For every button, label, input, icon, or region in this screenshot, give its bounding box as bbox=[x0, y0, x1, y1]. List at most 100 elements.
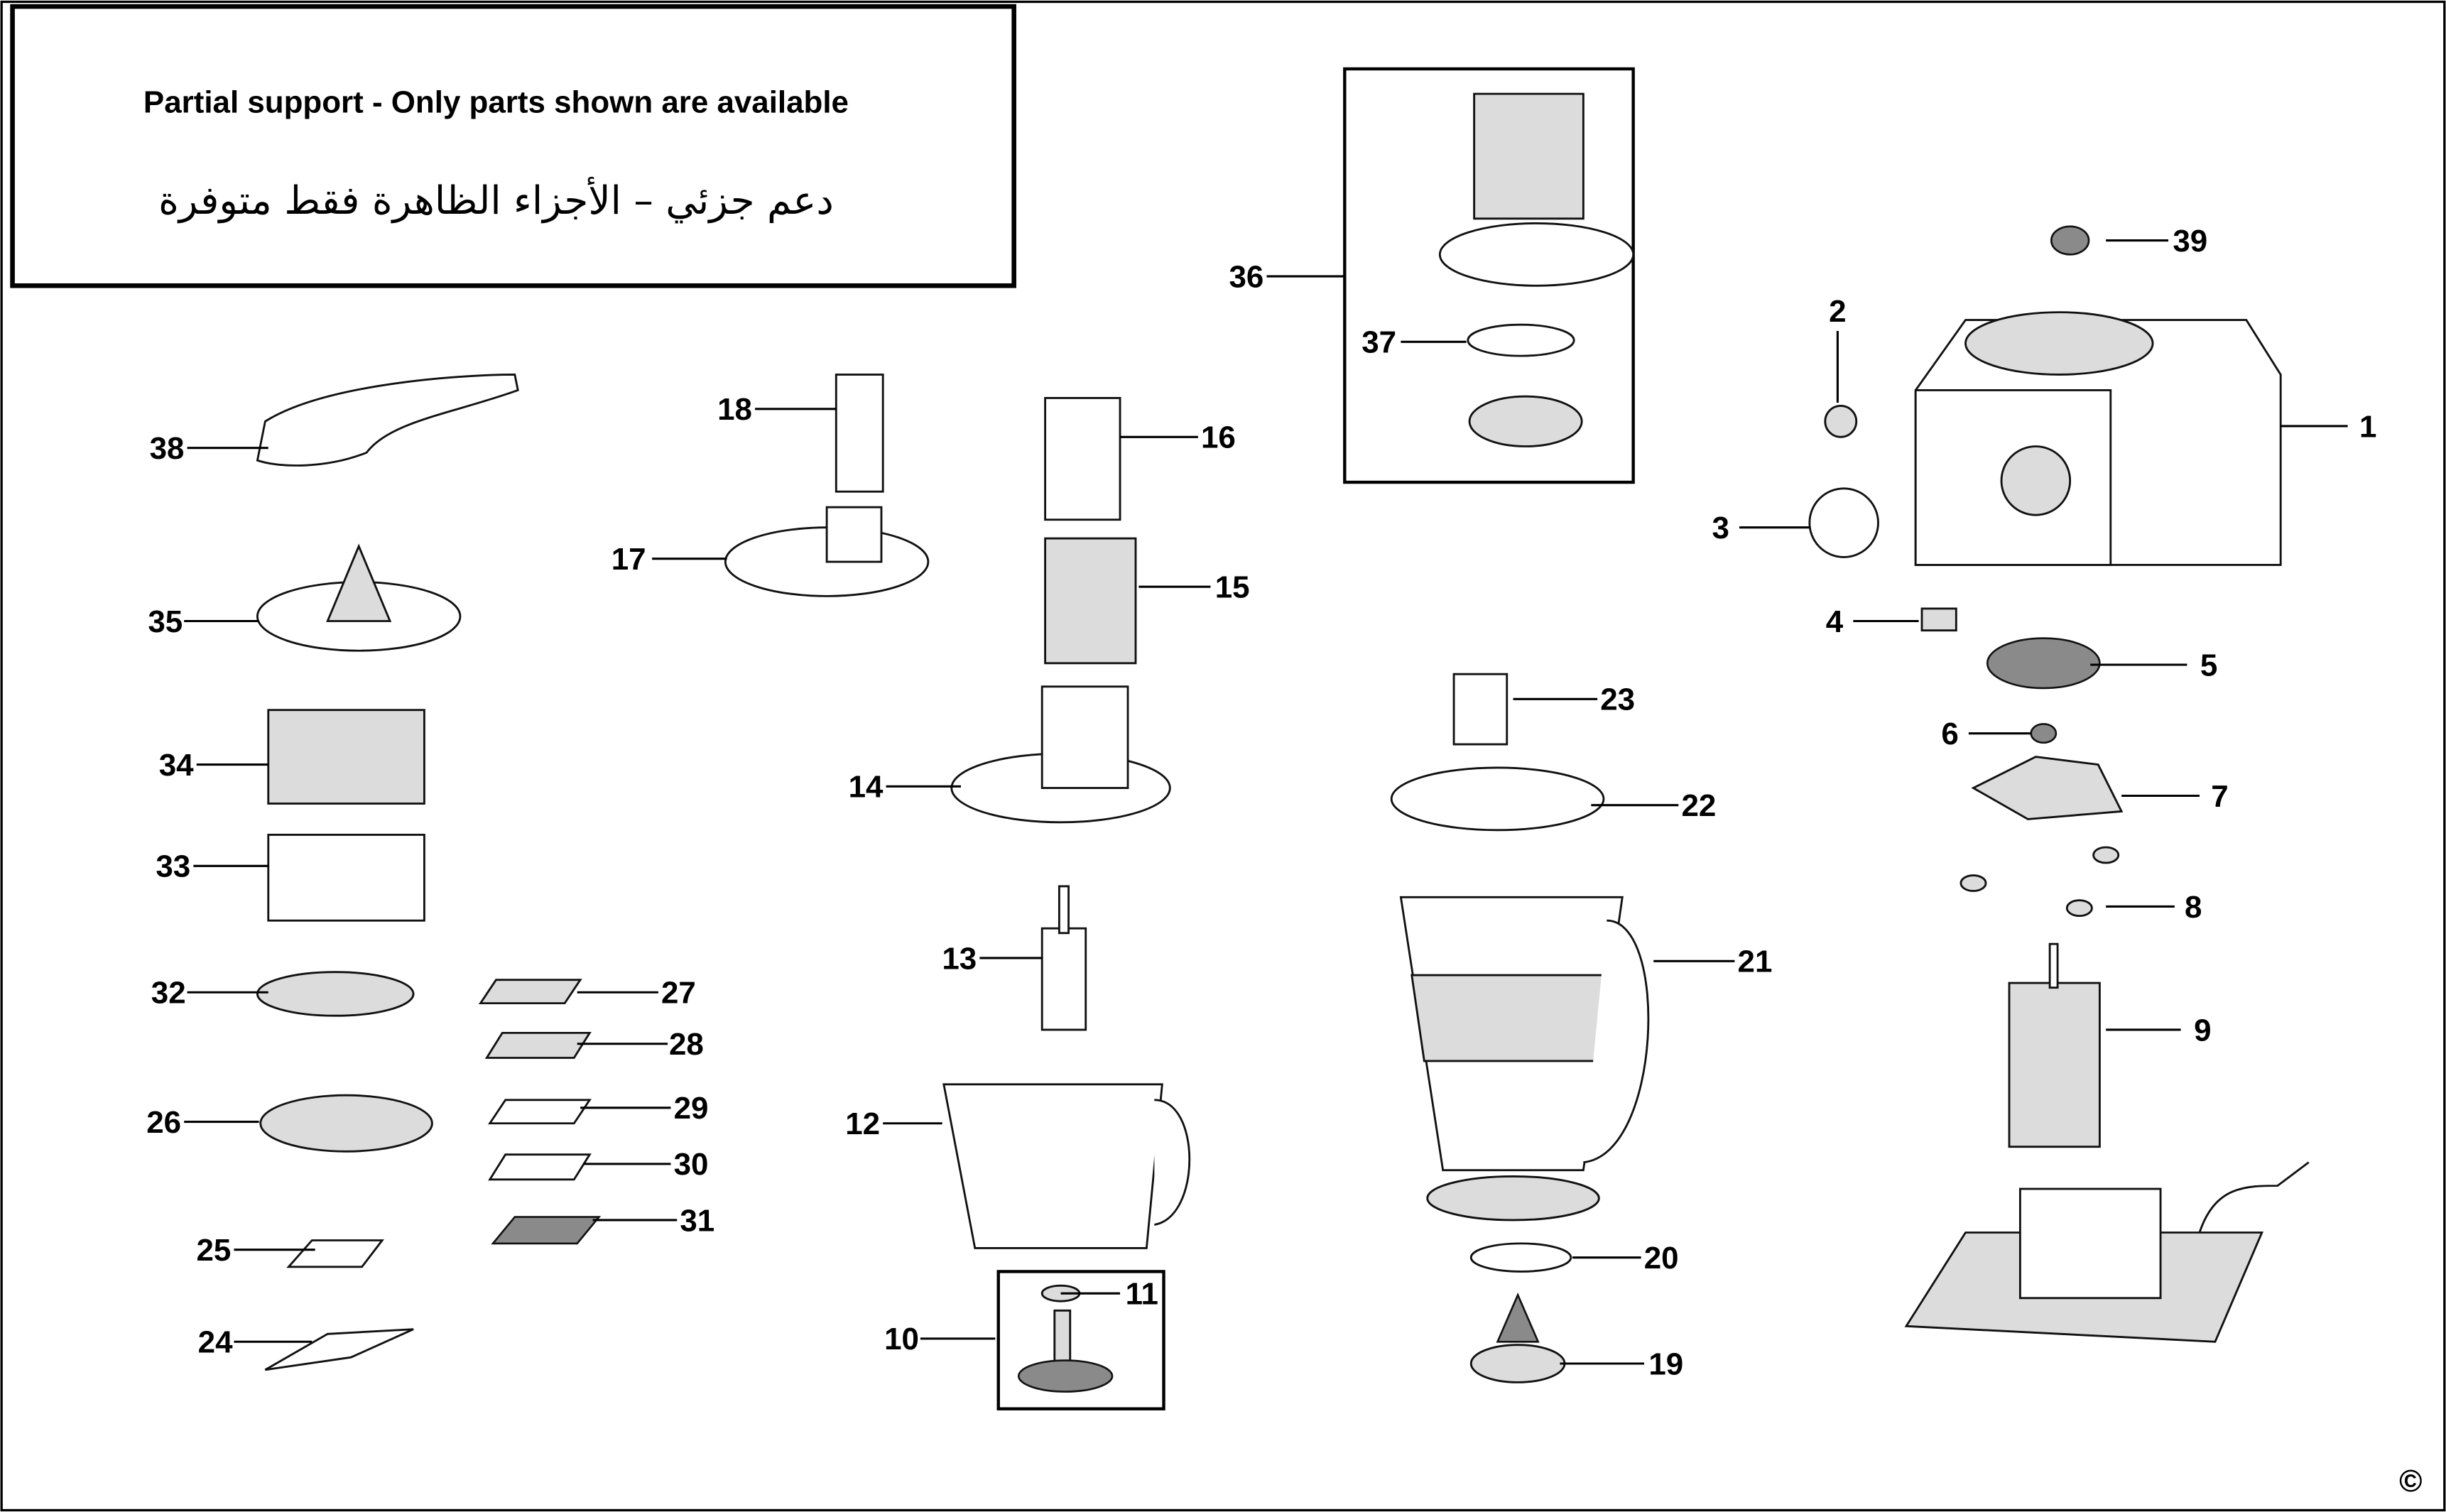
part-labels: 1234567891011121314151617181920212223242… bbox=[146, 224, 2376, 1381]
chopper-blade bbox=[1468, 395, 1583, 447]
part-number-label[interactable]: 39 bbox=[2173, 224, 2207, 259]
gear-plate bbox=[1971, 756, 2124, 820]
part-number-label[interactable]: 17 bbox=[612, 542, 646, 577]
part-callout-8[interactable]: 8 bbox=[2106, 890, 2202, 925]
part-callout-10[interactable]: 10 bbox=[884, 1322, 996, 1356]
part-number-label[interactable]: 34 bbox=[159, 748, 194, 783]
part-number-label[interactable]: 35 bbox=[148, 604, 183, 639]
part-number-label[interactable]: 16 bbox=[1201, 420, 1236, 455]
part-number-label[interactable]: 24 bbox=[198, 1325, 233, 1360]
part-callout-4[interactable]: 4 bbox=[1826, 604, 1919, 639]
part-callout-12[interactable]: 12 bbox=[845, 1106, 942, 1141]
part-number-label[interactable]: 5 bbox=[2200, 648, 2217, 682]
part-number-label[interactable]: 28 bbox=[669, 1027, 704, 1062]
juicer-bowl bbox=[267, 833, 425, 922]
blade-large bbox=[264, 1328, 414, 1371]
part-callout-30[interactable]: 30 bbox=[583, 1147, 708, 1182]
part-callout-34[interactable]: 34 bbox=[159, 748, 268, 783]
part-number-label[interactable]: 13 bbox=[942, 941, 977, 976]
drive-base bbox=[1017, 1359, 1114, 1393]
part-number-label[interactable]: 2 bbox=[1829, 294, 1846, 329]
part-callout-25[interactable]: 25 bbox=[196, 1233, 315, 1268]
part-callout-19[interactable]: 19 bbox=[1560, 1347, 1683, 1381]
part-callout-32[interactable]: 32 bbox=[151, 976, 268, 1011]
blender-handle bbox=[1583, 919, 1650, 1164]
feed-tube-15 bbox=[1044, 537, 1137, 665]
part-callout-29[interactable]: 29 bbox=[580, 1091, 708, 1126]
part-number-label[interactable]: 9 bbox=[2194, 1013, 2211, 1048]
part-number-label[interactable]: 29 bbox=[674, 1091, 709, 1126]
part-callout-14[interactable]: 14 bbox=[849, 770, 962, 805]
part-callout-37[interactable]: 37 bbox=[1361, 325, 1467, 360]
part-number-label[interactable]: 18 bbox=[717, 392, 752, 427]
part-callout-7[interactable]: 7 bbox=[2121, 779, 2229, 814]
part-callout-22[interactable]: 22 bbox=[1591, 788, 1716, 823]
part-callout-6[interactable]: 6 bbox=[1941, 717, 2031, 751]
part-callout-11[interactable]: 11 bbox=[1060, 1277, 1158, 1312]
part-callout-18[interactable]: 18 bbox=[717, 392, 837, 427]
part-callout-36[interactable]: 36 bbox=[1229, 259, 1345, 294]
part-callout-31[interactable]: 31 bbox=[592, 1203, 715, 1238]
part-callout-9[interactable]: 9 bbox=[2106, 1013, 2212, 1048]
part-number-label[interactable]: 21 bbox=[1738, 945, 1773, 979]
part-callout-15[interactable]: 15 bbox=[1138, 570, 1250, 605]
part-number-label[interactable]: 7 bbox=[2211, 779, 2228, 814]
part-callout-5[interactable]: 5 bbox=[2090, 648, 2217, 682]
part-number-label[interactable]: 19 bbox=[1648, 1347, 1683, 1381]
part-number-label[interactable]: 12 bbox=[845, 1106, 880, 1141]
part-callout-3[interactable]: 3 bbox=[1712, 511, 1810, 545]
part-number-label[interactable]: 20 bbox=[1644, 1241, 1679, 1276]
motor-base-top bbox=[1964, 311, 2154, 376]
part-number-label[interactable]: 14 bbox=[849, 770, 884, 805]
part-callout-21[interactable]: 21 bbox=[1653, 945, 1772, 979]
part-number-label[interactable]: 36 bbox=[1229, 259, 1264, 294]
micro-switch bbox=[1920, 607, 1957, 632]
part-callout-2[interactable]: 2 bbox=[1829, 294, 1847, 403]
part-number-label[interactable]: 22 bbox=[1681, 788, 1716, 823]
part-callout-38[interactable]: 38 bbox=[150, 431, 268, 466]
part-number-label[interactable]: 8 bbox=[2185, 890, 2202, 925]
part-callout-28[interactable]: 28 bbox=[577, 1027, 704, 1062]
part-number-label[interactable]: 37 bbox=[1361, 325, 1396, 360]
part-number-label[interactable]: 32 bbox=[151, 976, 186, 1011]
part-callout-13[interactable]: 13 bbox=[942, 941, 1043, 976]
part-callout-16[interactable]: 16 bbox=[1120, 420, 1236, 455]
notice-arabic: دعم جزئي – الأجزاء الظاهرة فقط متوفرة bbox=[158, 176, 834, 224]
part-callout-35[interactable]: 35 bbox=[148, 604, 259, 639]
part-number-label[interactable]: 38 bbox=[150, 431, 185, 466]
speed-knob bbox=[1808, 487, 1879, 558]
spatula bbox=[256, 374, 519, 467]
part-number-label[interactable]: 10 bbox=[884, 1322, 919, 1356]
part-callout-24[interactable]: 24 bbox=[198, 1325, 312, 1360]
part-number-label[interactable]: 15 bbox=[1215, 570, 1250, 605]
part-callout-23[interactable]: 23 bbox=[1513, 682, 1636, 717]
part-callout-1[interactable]: 1 bbox=[2281, 409, 2376, 444]
part-number-label[interactable]: 1 bbox=[2359, 409, 2376, 444]
slicing-disc bbox=[259, 1094, 433, 1153]
pusher-small bbox=[835, 374, 884, 493]
part-number-label[interactable]: 11 bbox=[1126, 1277, 1158, 1312]
part-callout-17[interactable]: 17 bbox=[612, 542, 727, 577]
part-number-label[interactable]: 6 bbox=[1941, 717, 1958, 751]
part-number-label[interactable]: 26 bbox=[146, 1105, 181, 1140]
part-callout-39[interactable]: 39 bbox=[2106, 224, 2207, 259]
part-drawings bbox=[256, 92, 2310, 1393]
part-number-label[interactable]: 3 bbox=[1712, 511, 1729, 545]
foot-3 bbox=[2065, 899, 2093, 918]
insert-31 bbox=[491, 1216, 602, 1245]
part-number-label[interactable]: 31 bbox=[680, 1203, 714, 1238]
part-number-label[interactable]: 30 bbox=[674, 1147, 709, 1182]
part-callout-33[interactable]: 33 bbox=[156, 849, 268, 884]
juicer-filter bbox=[267, 709, 425, 805]
part-callout-20[interactable]: 20 bbox=[1572, 1241, 1679, 1276]
part-callout-27[interactable]: 27 bbox=[577, 976, 696, 1011]
part-number-label[interactable]: 33 bbox=[156, 849, 190, 884]
part-number-label[interactable]: 27 bbox=[661, 976, 696, 1011]
work-bowl bbox=[942, 1083, 1163, 1249]
part-number-label[interactable]: 4 bbox=[1826, 604, 1844, 639]
foot-1 bbox=[1959, 874, 1987, 892]
part-number-label[interactable]: 23 bbox=[1600, 682, 1635, 717]
insert-28 bbox=[484, 1031, 592, 1059]
part-callout-26[interactable]: 26 bbox=[146, 1105, 259, 1140]
part-number-label[interactable]: 25 bbox=[196, 1233, 231, 1268]
